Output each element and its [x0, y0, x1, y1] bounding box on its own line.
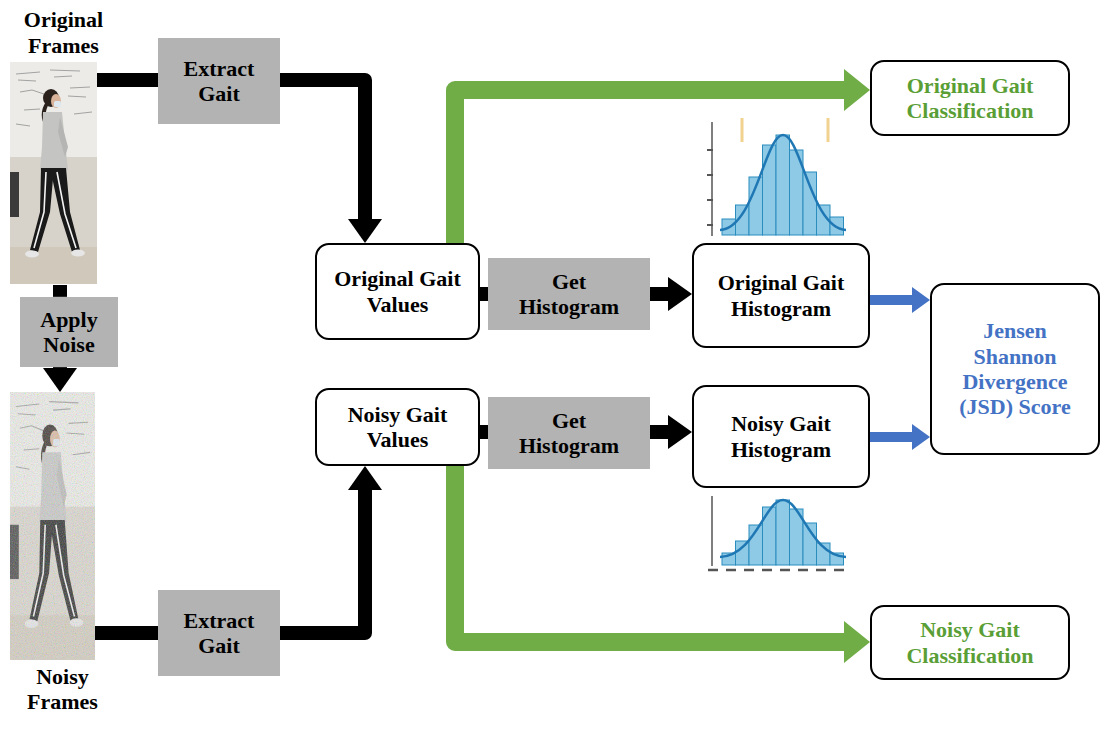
- data-box: Jensen Shannon Divergence (JSD) Score: [930, 283, 1100, 455]
- original-photo: [10, 62, 97, 284]
- classification-arrow: [455, 466, 844, 642]
- node-label: Extract Gait: [170, 608, 268, 659]
- flow-arrow: [95, 626, 158, 640]
- data-box: Noisy Gait Classification: [870, 605, 1070, 680]
- frame-heading: Original Frames: [0, 7, 127, 58]
- photo-frame: Original Frames: [10, 62, 97, 285]
- node-label: Original Gait Classification: [884, 73, 1056, 124]
- node-label: Apply Noise: [32, 307, 106, 358]
- flow-arrow: [53, 285, 67, 297]
- noisy-photo: [10, 392, 95, 660]
- divergence-arrow: [870, 295, 912, 305]
- flow-arrow: [650, 287, 668, 301]
- histogram-icon: [707, 118, 846, 236]
- flow-arrow: [650, 425, 668, 439]
- node-label: Original Gait Values: [329, 266, 466, 317]
- process-step: Extract Gait: [158, 590, 280, 676]
- divergence-arrow: [870, 432, 912, 442]
- flow-arrow: [280, 80, 365, 219]
- histogram-icon: [708, 496, 850, 570]
- node-label: Jensen Shannon Divergence (JSD) Score: [944, 318, 1086, 419]
- node-label: Noisy Gait Histogram: [706, 411, 856, 462]
- flow-arrow: [480, 287, 488, 301]
- data-box: Noisy Gait Values: [315, 388, 480, 466]
- process-step: Get Histogram: [488, 397, 650, 469]
- node-label: Get Histogram: [500, 269, 638, 320]
- classification-arrow: [455, 90, 844, 243]
- data-box: Original Gait Histogram: [692, 243, 870, 348]
- process-step: Extract Gait: [158, 38, 280, 124]
- node-label: Noisy Gait Values: [329, 402, 466, 453]
- node-label: Extract Gait: [170, 56, 268, 107]
- photo-frame: Noisy Frames: [10, 392, 95, 660]
- flow-arrow: [280, 490, 365, 633]
- flow-arrow: [480, 425, 488, 439]
- node-label: Noisy Gait Classification: [884, 617, 1056, 668]
- node-label: Original Gait Histogram: [706, 270, 856, 321]
- data-box: Original Gait Classification: [870, 60, 1070, 136]
- node-label: Get Histogram: [500, 408, 638, 459]
- data-box: Original Gait Values: [315, 243, 480, 340]
- flow-arrow: [97, 73, 158, 87]
- process-step: Get Histogram: [488, 258, 650, 330]
- data-box: Noisy Gait Histogram: [692, 385, 870, 488]
- process-step: Apply Noise: [20, 297, 118, 367]
- frame-heading: Noisy Frames: [0, 664, 125, 715]
